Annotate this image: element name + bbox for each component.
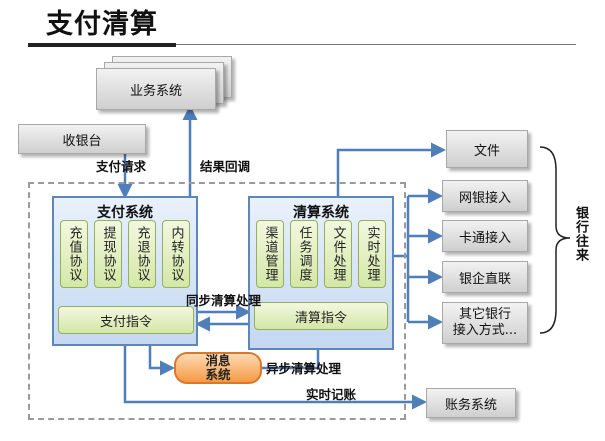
title-underline (28, 43, 176, 47)
bank-channel-label: 网银接入 (458, 190, 511, 206)
cashier-box: 收银台 (18, 124, 146, 154)
payment-system-title: 支付系统 (97, 205, 153, 221)
sync-clearing-label: 同步清算处理 (186, 293, 262, 308)
module-label: 渠道管理 (262, 226, 278, 282)
message-system-label: 消息 系统 (205, 353, 231, 382)
bank-channel-netbank: 网银接入 (442, 180, 528, 212)
bank-exchange-label: 银行往来 (573, 206, 588, 262)
bank-channel-label: 银企直联 (458, 271, 511, 287)
accounting-system-box: 账务系统 (426, 388, 516, 418)
protocol-label: 充值协议 (66, 226, 82, 282)
accounting-system-label: 账务系统 (444, 397, 497, 413)
module-label: 实时处理 (364, 226, 380, 282)
module-box-channel: 渠道管理 (256, 220, 284, 288)
protocol-label: 充退协议 (134, 226, 150, 282)
edge-realtime-booking (123, 334, 427, 410)
edge-to-file (336, 142, 446, 197)
clearing-instruction-box: 清算指令 (254, 302, 388, 330)
file-box: 文件 (446, 130, 528, 168)
bank-channel-card: 卡通接入 (442, 220, 528, 252)
protocol-label: 提现协议 (100, 226, 116, 282)
result-callback-label: 结果回调 (200, 159, 251, 174)
bank-channel-other: 其它银行 接入方式... (442, 302, 528, 344)
module-label: 任务调度 (296, 226, 312, 282)
async-clearing-label: 异步清算处理 (266, 361, 342, 376)
cashier-label: 收银台 (62, 133, 102, 149)
file-label: 文件 (473, 143, 500, 159)
page-title: 支付清算 (46, 9, 158, 40)
message-system-box: 消息 系统 (174, 352, 262, 384)
bank-channel-label: 其它银行 接入方式... (452, 307, 518, 338)
protocol-box-withdraw: 提现协议 (94, 220, 122, 288)
bank-channel-label: 卡通接入 (458, 230, 511, 246)
title-rule (176, 44, 576, 45)
realtime-booking-label: 实时记账 (306, 387, 357, 402)
module-box-file: 文件处理 (324, 220, 352, 288)
platform-container (28, 182, 406, 420)
protocol-box-refund: 充退协议 (128, 220, 156, 288)
business-system-label: 业务系统 (129, 83, 182, 99)
payment-request-label: 支付请求 (96, 159, 147, 174)
business-system-box: 业务系统 (96, 68, 216, 110)
payment-instruction-box: 支付指令 (58, 306, 194, 334)
protocol-box-transfer: 内转协议 (162, 220, 190, 288)
protocol-label: 内转协议 (168, 226, 184, 282)
bank-exchange-brace (539, 146, 571, 334)
module-box-scheduler: 任务调度 (290, 220, 318, 288)
clearing-system-title: 清算系统 (293, 205, 349, 221)
payment-instruction-label: 支付指令 (99, 314, 152, 330)
bank-channel-direct: 银企直联 (442, 261, 528, 293)
module-label: 文件处理 (330, 226, 346, 282)
protocol-box-recharge: 充值协议 (60, 220, 88, 288)
module-box-realtime: 实时处理 (358, 220, 386, 288)
clearing-instruction-label: 清算指令 (294, 310, 347, 326)
